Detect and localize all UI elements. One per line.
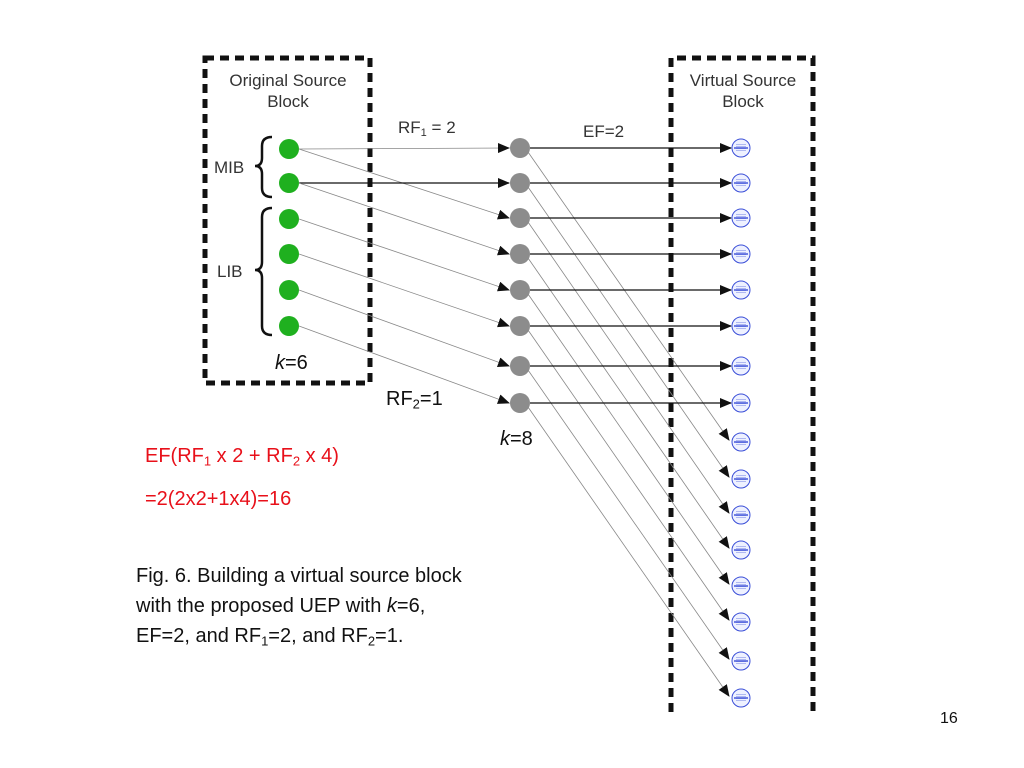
rf2-base: RF (386, 388, 413, 410)
virtual-symbol-node (731, 393, 751, 413)
edge-mid-to-virtual-diagonal (527, 151, 730, 441)
caption-sub1: 1 (261, 633, 269, 649)
intermediate-symbol-node (510, 138, 530, 158)
rf1-base: RF (398, 118, 421, 137)
k8-var: k (500, 428, 510, 450)
formula-line1: EF(RF1 x 2 + RF2 x 4) (145, 445, 339, 468)
formula-line2: =2(2x2+1x4)=16 (145, 488, 292, 510)
edge-source-to-mid (298, 218, 510, 292)
original-block-title: Original Source Block (229, 71, 347, 111)
caption-line2-a: with the proposed UEP with (136, 595, 387, 617)
virtual-block-title: Virtual Source Block (689, 71, 797, 111)
source-symbol-node (279, 244, 299, 264)
page-number: 16 (940, 710, 958, 727)
formula-part-c: x 4) (300, 445, 339, 467)
caption-line3-c: =1. (375, 625, 404, 647)
virtual-symbol-node (731, 576, 751, 596)
mib-label: MIB (214, 158, 245, 177)
k6-eq: =6 (285, 352, 308, 374)
formula-sub1: 1 (203, 453, 212, 469)
rf1-sub: 1 (420, 126, 427, 139)
mib-brace (254, 135, 273, 199)
intermediate-symbol-node (510, 316, 530, 336)
lib-brace (254, 206, 273, 337)
k8-eq: =8 (510, 428, 533, 450)
edge-mid-to-virtual-diagonal (527, 293, 730, 585)
virtual-symbol-node (731, 244, 751, 264)
k6-var: k (275, 352, 285, 374)
ef-label: EF=2 (583, 122, 625, 141)
formula-part-b: x 2 + RF (211, 445, 293, 467)
formula-part-a: EF(RF (145, 445, 204, 467)
intermediate-symbol-node (510, 173, 530, 193)
original-source-block-box (202, 55, 373, 386)
rf2-sub: 2 (412, 396, 420, 412)
caption-line3: EF=2, and RF1=2, and RF2=1. (136, 621, 462, 651)
source-symbol-node (279, 280, 299, 300)
edge-mid-to-virtual-diagonal (527, 369, 730, 660)
virtual-symbol-node (731, 208, 751, 228)
virtual-symbol-node (731, 469, 751, 489)
virtual-symbol-node (731, 316, 751, 336)
k6-label: k=6 (275, 352, 308, 375)
caption: Fig. 6. Building a virtual source block … (136, 561, 462, 651)
caption-sub2: 2 (367, 633, 376, 649)
intermediate-symbol-node (510, 208, 530, 228)
rf1-rest: = 2 (426, 118, 456, 137)
source-symbol-node (279, 316, 299, 336)
edge-source-to-mid (298, 289, 510, 367)
edge-source-to-mid (298, 253, 510, 328)
edge-mid-to-virtual-diagonal (527, 329, 730, 621)
edge-source-to-mid (298, 182, 510, 256)
formula-sub2: 2 (292, 453, 301, 469)
virtual-symbol-node (731, 651, 751, 671)
source-symbol-node (279, 139, 299, 159)
k8-label: k=8 (500, 428, 533, 451)
intermediate-symbol-node (510, 393, 530, 413)
source-symbol-node (279, 209, 299, 229)
rf2-label: RF2=1 (386, 388, 443, 411)
edge-source-to-mid (298, 325, 510, 404)
virtual-symbol-node (731, 173, 751, 193)
virtual-symbol-node (731, 280, 751, 300)
caption-line2-b: =6, (396, 595, 426, 617)
intermediate-symbol-node (510, 280, 530, 300)
virtual-source-block-box (668, 55, 816, 712)
caption-k: k (386, 595, 397, 617)
virtual-symbol-node (731, 505, 751, 525)
virtual-symbol-node (731, 138, 751, 158)
edge-mid-to-virtual-diagonal (527, 186, 730, 478)
rf1-label: RF1 = 2 (398, 118, 456, 138)
intermediate-symbol-node (510, 244, 530, 264)
lib-label: LIB (217, 262, 243, 281)
rf2-rest: =1 (419, 388, 443, 410)
caption-line2: with the proposed UEP with k=6, (136, 591, 462, 621)
virtual-symbol-node (731, 612, 751, 632)
caption-line3-a: EF=2, and RF (136, 625, 262, 647)
edge-source-to-mid (298, 143, 510, 154)
source-symbol-node (279, 173, 299, 193)
caption-line3-b: =2, and RF (268, 625, 368, 647)
virtual-symbol-node (731, 688, 751, 708)
edge-mid-to-virtual-diagonal (527, 406, 730, 697)
caption-line1: Fig. 6. Building a virtual source block (136, 565, 462, 587)
virtual-symbol-node (731, 432, 751, 452)
virtual-symbol-node (731, 540, 751, 560)
intermediate-symbol-node (510, 356, 530, 376)
virtual-symbol-node (731, 356, 751, 376)
edge-mid-to-virtual-diagonal (527, 221, 730, 514)
